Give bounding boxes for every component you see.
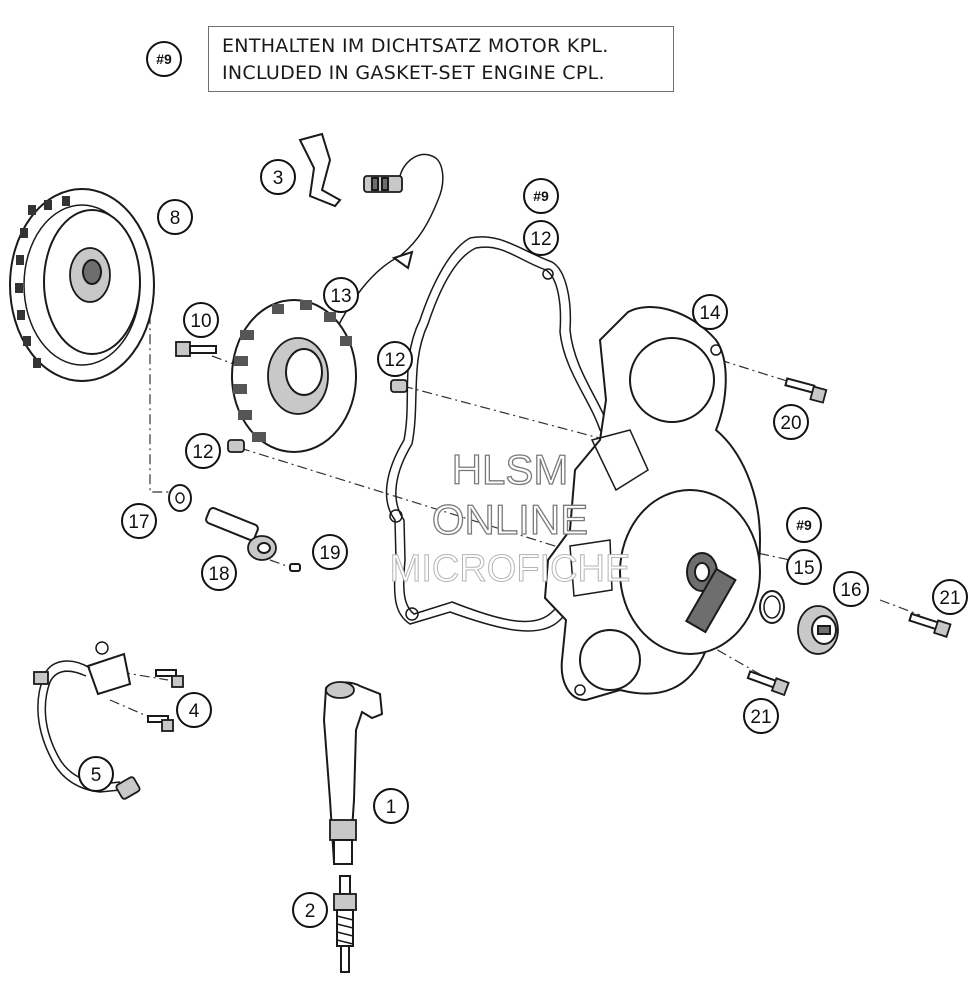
callout-21-lower: 21 [743,698,779,734]
callout-label: 20 [780,413,801,434]
watermark-line-1: HLSM [451,445,569,493]
stator [231,153,444,453]
gasket-note-line-en: INCLUDED IN GASKET-SET ENGINE CPL. [222,62,605,84]
watermark-line-2: ONLINE [431,495,589,543]
callout-label: 16 [840,580,861,601]
callout-11: 12 [523,220,559,256]
o-ring [759,590,785,624]
callout-label: 12 [384,350,405,371]
sensor-bolt-upper [155,669,184,688]
callout-label: 1 [386,797,397,818]
callout-10: 10 [183,302,219,338]
callout-label: 14 [699,303,721,324]
callout-12-lower: 12 [185,433,221,469]
callout-label: 12 [192,442,213,463]
callout-label: 15 [793,558,814,579]
callout-8: 8 [157,199,193,235]
callout-label: 21 [750,707,771,728]
callout-19: 19 [312,534,348,570]
callout-2: 2 [292,892,328,928]
callout-label: #9 [533,188,549,204]
position-sensor [33,641,141,800]
callout-13: 13 [323,277,359,313]
ignition-cover [543,306,762,702]
callout-label: 17 [128,512,149,533]
callout-17: 17 [121,503,157,539]
small-screw [289,563,301,572]
dowel-pin-upper [390,379,408,393]
callout-label: 18 [208,564,229,585]
callout-15: 15 [786,549,822,585]
cover-bolt-right [908,612,952,638]
washer [168,484,192,512]
gasket-note-line-de: ENTHALTEN IM DICHTSATZ MOTOR KPL. [222,35,609,57]
dowel-pin-lower [227,439,245,453]
callout-4: 4 [176,692,212,728]
callout-label: 5 [91,765,102,786]
callout-21-right: 21 [932,579,968,615]
cable-clamp [298,132,342,208]
idler-shaft [205,507,277,561]
cover-bolt-upper [784,377,828,404]
callout-12-upper: 12 [377,341,413,377]
callout-label: 21 [939,588,960,609]
assembly-lines [97,289,921,721]
ignition-coil [322,681,384,865]
callout-label: 2 [305,901,316,922]
sensor-bolt-lower [147,715,174,732]
callout-5: 5 [78,756,114,792]
callout-20: 20 [773,404,809,440]
callout-label: #9 [156,51,172,67]
callout-9-oring: #9 [786,507,822,543]
screw-plug [797,605,839,655]
gasket-note-box [208,26,674,92]
callout-label: 8 [170,208,181,229]
stator-bolt [175,341,217,357]
callout-9-header: #9 [146,41,182,77]
callout-16: 16 [833,571,869,607]
cover-bolt-lower [746,670,790,697]
spark-plug [333,875,357,973]
callout-label: 13 [330,286,351,307]
flywheel-rotor [9,188,155,382]
callout-18: 18 [201,555,237,591]
callout-3: 3 [260,159,296,195]
callout-label: 10 [190,311,211,332]
callout-14: 14 [692,294,728,330]
callout-label: 12 [530,229,551,250]
callout-label: 4 [189,701,200,722]
callout-1: 1 [373,788,409,824]
callout-9-gasket: #9 [523,178,559,214]
watermark-line-3: MICROFICHE [389,548,631,591]
callout-label: 19 [319,543,340,564]
callout-label: #9 [796,517,812,533]
callout-label: 3 [273,168,284,189]
